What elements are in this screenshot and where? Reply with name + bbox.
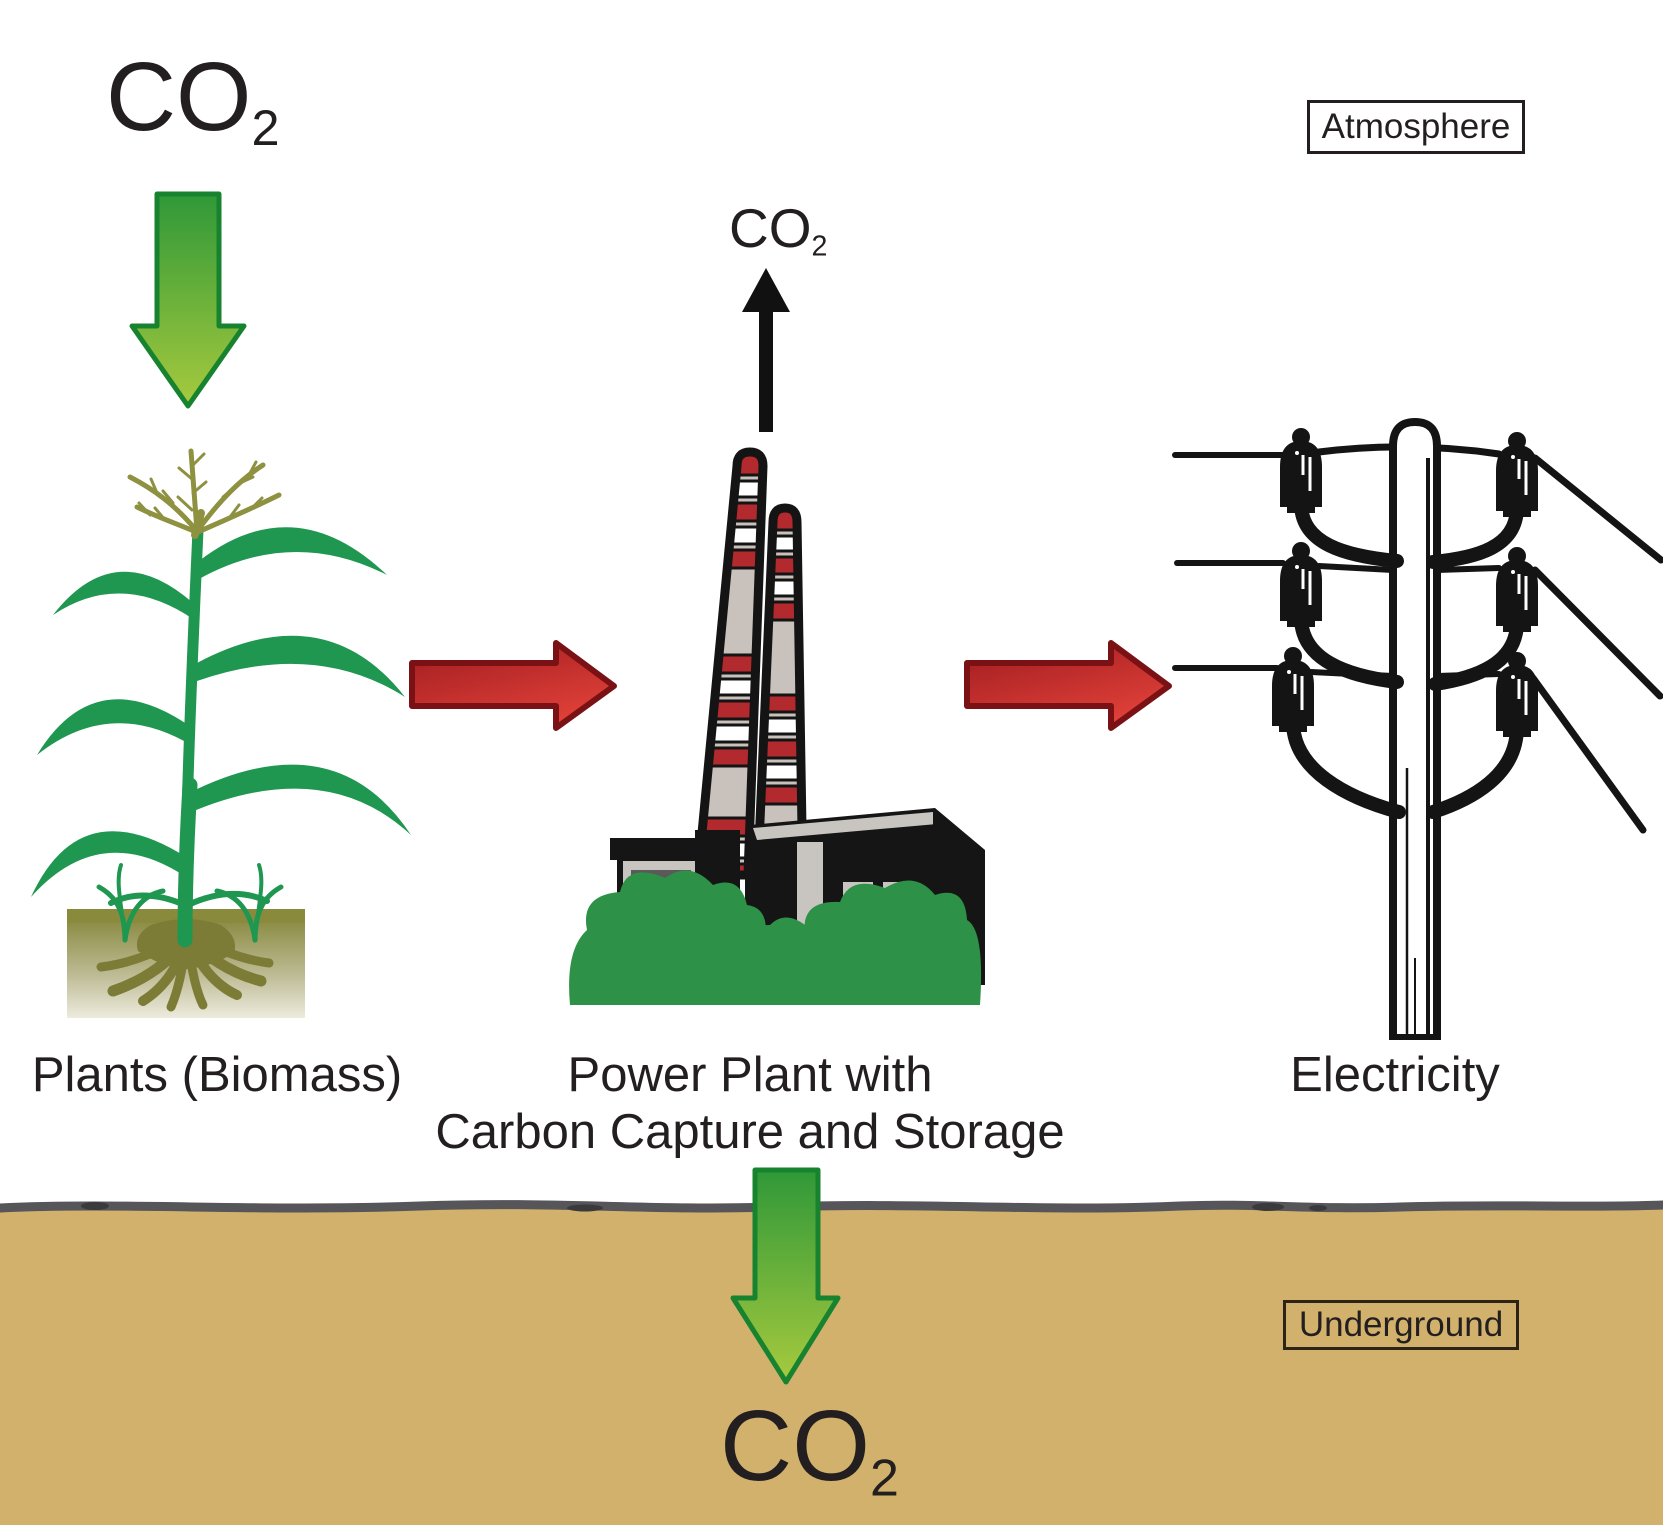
power-plant-illustration — [569, 447, 985, 1005]
arrow-right-red-icon-2 — [964, 640, 1172, 731]
underground-region-label: Underground — [1298, 1305, 1504, 1344]
plant-biomass-illustration — [31, 448, 411, 1018]
co2-flue-label: CO2 — [729, 201, 827, 261]
power-plant-label-line1: Power Plant with — [567, 1048, 933, 1102]
co2-flue-sub: 2 — [811, 230, 828, 263]
utility-pole — [1389, 417, 1441, 1040]
plants-node-label: Plants (Biomass) — [0, 1047, 434, 1104]
plant-tassel — [127, 448, 282, 539]
underground-region — [0, 1206, 1663, 1525]
co2-atmosphere-base: CO — [106, 42, 252, 151]
arrow-up-black-icon — [742, 268, 790, 432]
electricity-node-label: Electricity — [1190, 1047, 1600, 1104]
electricity-pole-illustration — [1172, 417, 1663, 1040]
co2-underground-sub: 2 — [870, 1449, 899, 1508]
co2-atmosphere-sub: 2 — [251, 99, 280, 157]
plant-bushes — [569, 870, 982, 1005]
power-plant-label-line2: Carbon Capture and Storage — [435, 1105, 1065, 1159]
ground-line — [0, 1200, 1663, 1213]
co2-atmosphere-label: CO2 — [106, 48, 280, 153]
underground-region-box: Underground — [1283, 1300, 1519, 1350]
arrow-down-green-icon — [129, 191, 247, 409]
arrow-down-green-underground-icon — [730, 1167, 841, 1385]
co2-underground-base: CO — [720, 1390, 870, 1502]
atmosphere-region-label: Atmosphere — [1321, 107, 1511, 146]
arrow-right-red-icon-1 — [409, 640, 617, 731]
insulators — [1272, 428, 1538, 737]
pole-arms — [1286, 496, 1524, 819]
co2-underground-label: CO2 — [720, 1396, 899, 1505]
plants-label-text: Plants (Biomass) — [31, 1048, 403, 1102]
electricity-label-text: Electricity — [1290, 1048, 1500, 1102]
plant-basal-shoots — [96, 863, 284, 943]
power-lines — [1172, 443, 1663, 834]
co2-flue-base: CO — [729, 197, 812, 259]
power-plant-node-label: Power Plant with Carbon Capture and Stor… — [400, 1047, 1100, 1161]
atmosphere-region-box: Atmosphere — [1307, 100, 1525, 154]
plant-leaves — [31, 527, 411, 897]
